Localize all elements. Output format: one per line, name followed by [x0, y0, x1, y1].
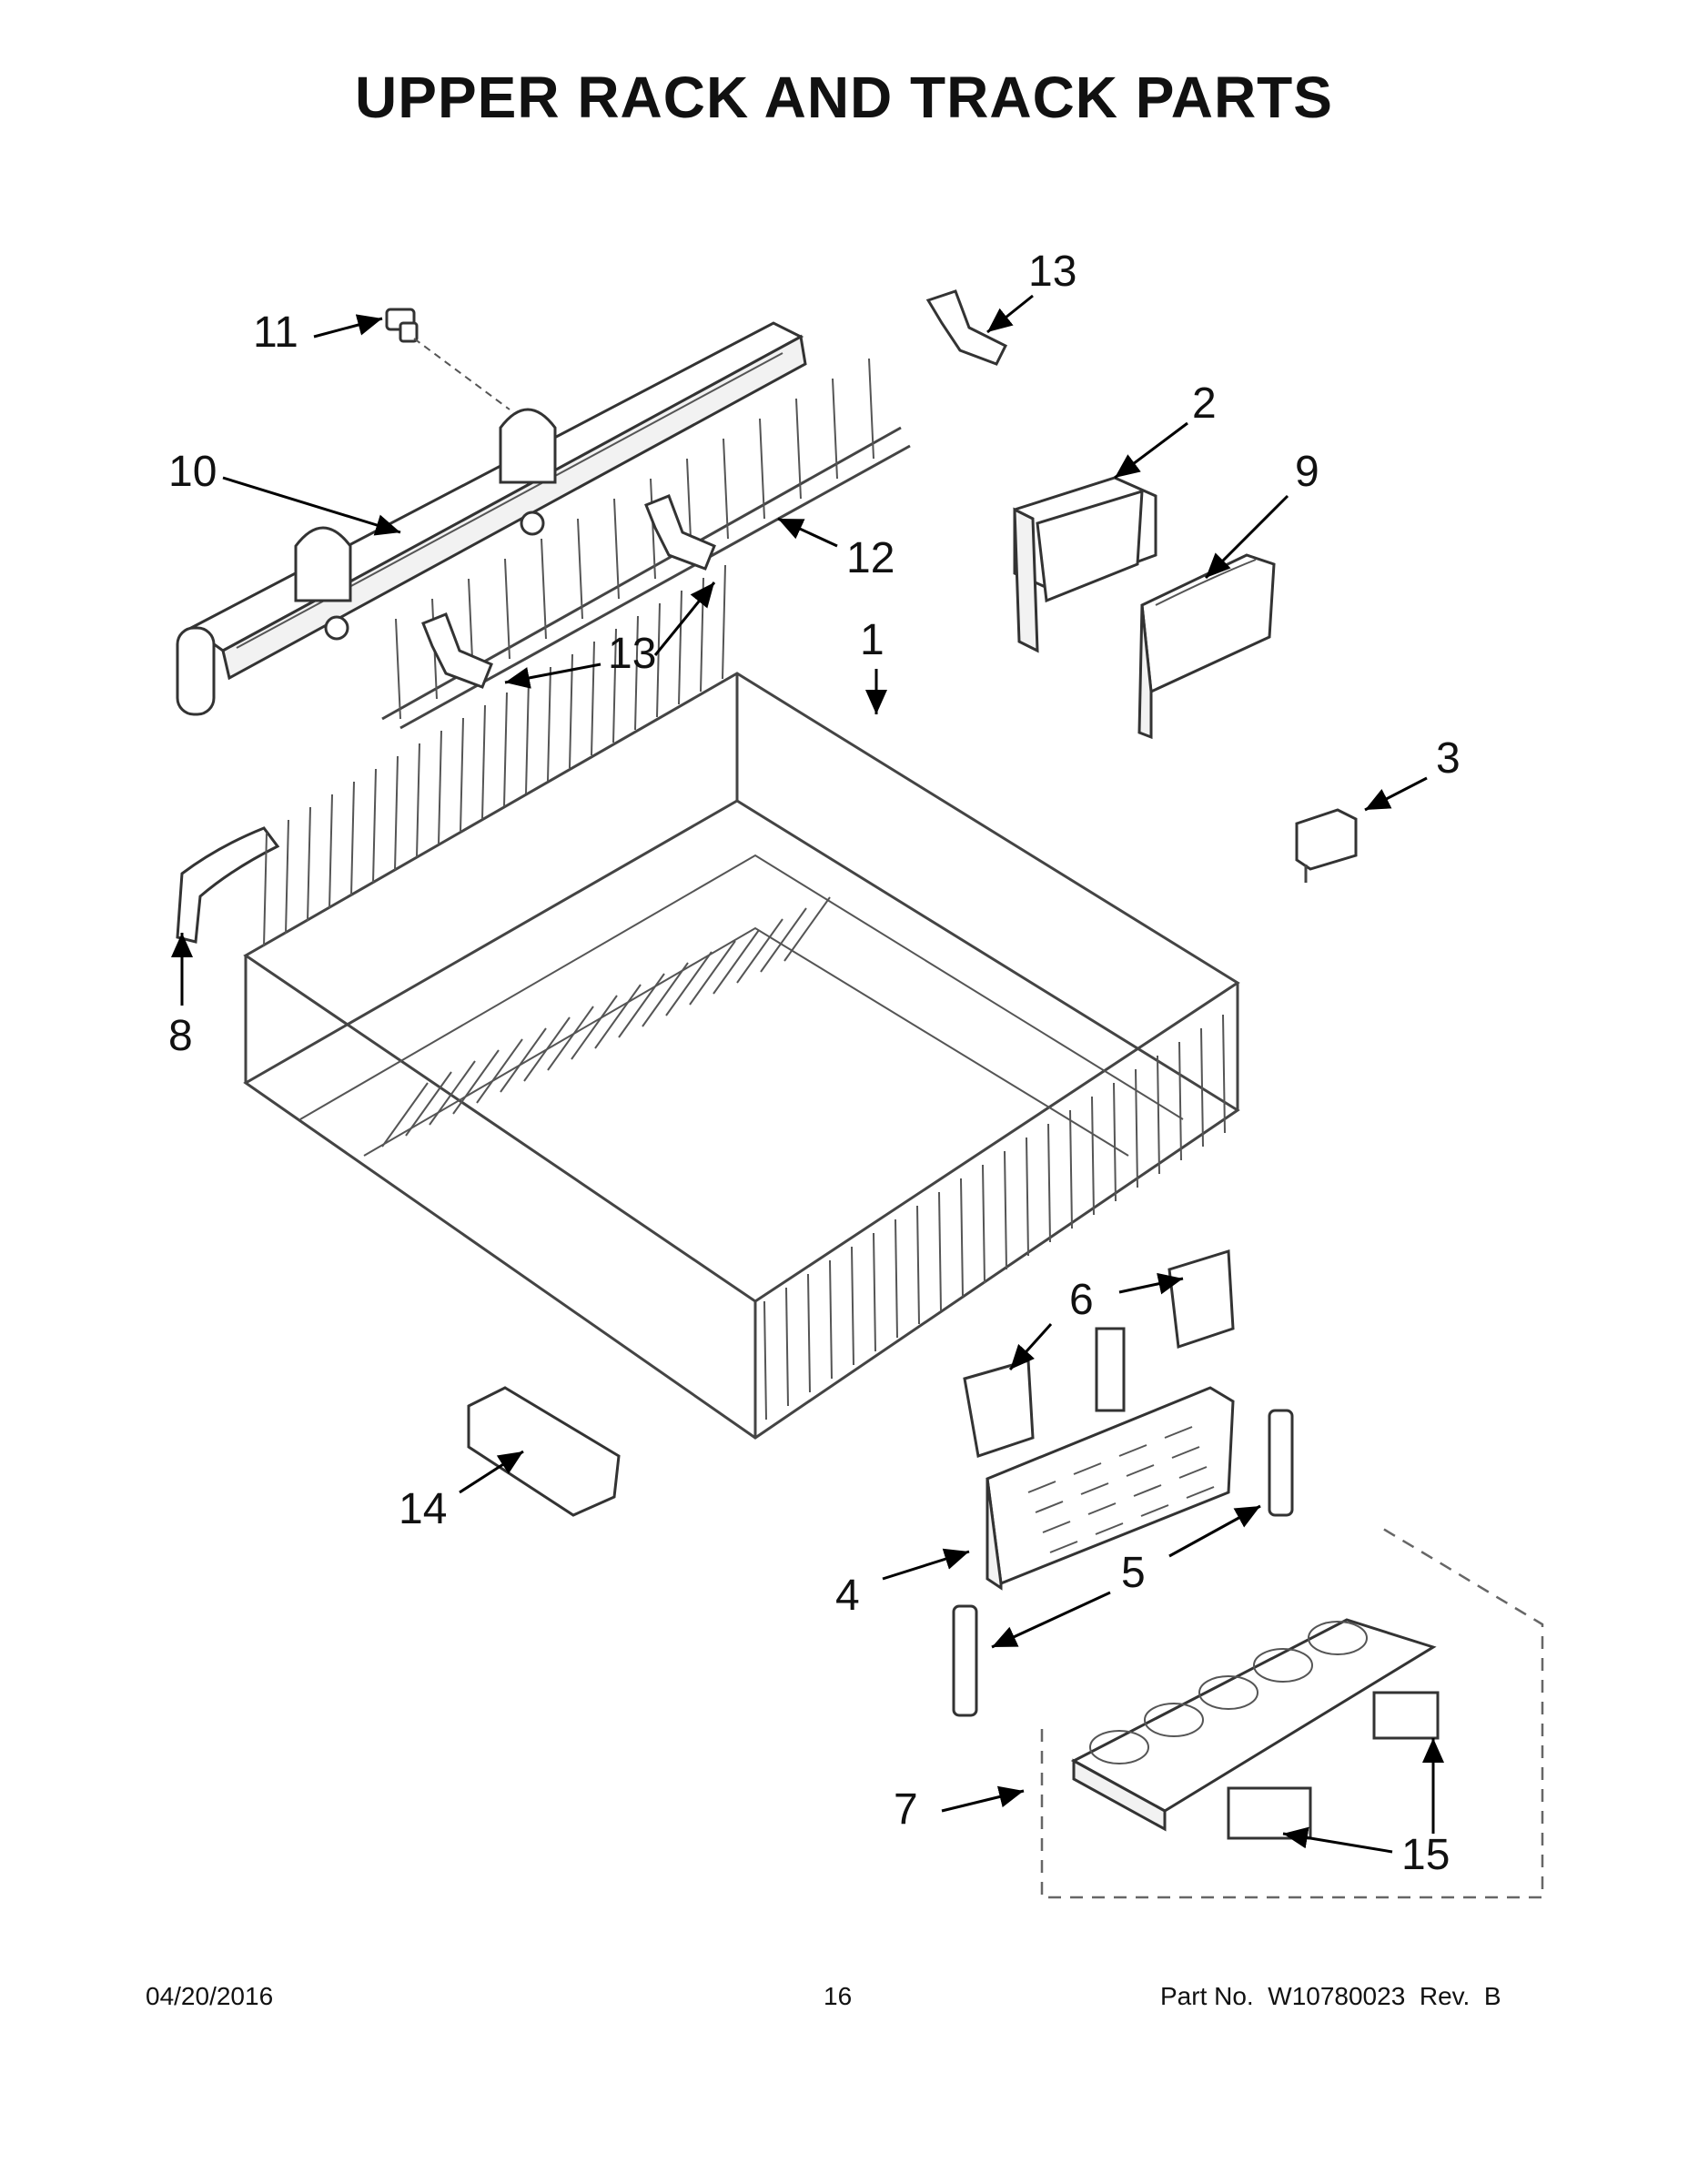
screw-part [385, 308, 510, 410]
rack-clip-part-mid [644, 494, 716, 571]
part-number-value: W10780023 [1268, 1982, 1406, 2010]
shield-panel-part [1137, 553, 1276, 740]
callout-3: 3 [1436, 734, 1461, 783]
footer-page-number: 16 [824, 1982, 853, 2010]
callout-15: 15 [1401, 1831, 1450, 1879]
part-number-label: Part No. [1160, 1982, 1254, 2010]
bracket-assembly-part [1013, 476, 1157, 653]
rack-clip-part-top [925, 289, 1008, 366]
divider-clip-part-right [1167, 1249, 1235, 1350]
track-rail-part [176, 321, 807, 716]
footer-part-number: Part No. W10780023 Rev. B [1160, 1982, 1501, 2011]
callout-9: 9 [1295, 448, 1319, 496]
rail-stop-part [467, 1386, 621, 1517]
callout-7: 7 [894, 1785, 918, 1834]
callout-14: 14 [399, 1485, 448, 1533]
support-post-part-right [1268, 1409, 1294, 1517]
tray-group-outline [1040, 1527, 1544, 1899]
rack-clip-part-left [421, 612, 493, 689]
divider-part [986, 1327, 1235, 1591]
footer-date: 04/20/2016 [146, 1982, 274, 2010]
leader-arrows [171, 294, 1444, 1854]
callout-1: 1 [860, 616, 884, 664]
rack-adjuster-part [176, 826, 280, 944]
callout-4: 4 [835, 1572, 860, 1620]
callout-10: 10 [168, 448, 217, 496]
tray-clip-part-left [1227, 1786, 1312, 1840]
page-title: UPPER RACK AND TRACK PARTS [355, 65, 1333, 130]
callout-5: 5 [1121, 1549, 1146, 1597]
callout-6: 6 [1069, 1276, 1094, 1324]
callout-2: 2 [1192, 379, 1217, 428]
callout-13-lower: 13 [608, 630, 657, 678]
callout-13-top: 13 [1028, 248, 1077, 296]
callout-12: 12 [846, 534, 895, 582]
callout-8: 8 [168, 1012, 193, 1060]
clip-bracket-part [1295, 808, 1358, 883]
callout-11: 11 [253, 308, 298, 357]
support-post-part-left [952, 1604, 978, 1717]
revision-label: Rev. [1419, 1982, 1471, 2010]
upper-rack-basket-part [243, 564, 1240, 1440]
caddy-tray-part [1070, 1618, 1437, 1832]
revision-value: B [1483, 1982, 1501, 2010]
tray-clip-part-right [1372, 1691, 1440, 1740]
divider-clip-part-left [963, 1359, 1035, 1458]
